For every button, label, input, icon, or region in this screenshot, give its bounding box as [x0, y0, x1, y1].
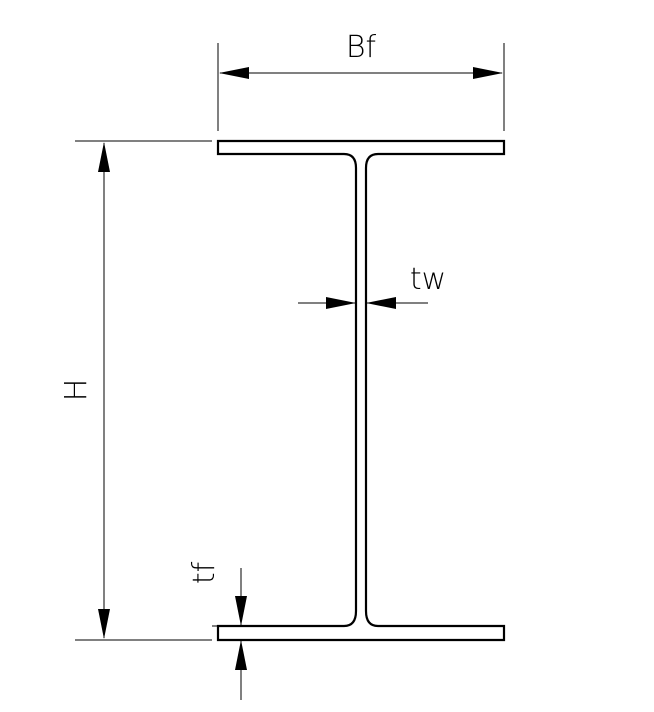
- tf-arrow-top: [235, 596, 247, 626]
- flange-width-dimension: [217, 43, 505, 131]
- flange-thickness-dimension: [212, 568, 247, 700]
- h-arrow-top: [98, 142, 110, 172]
- i-beam-outline: [216, 139, 506, 642]
- tw-arrow-left: [326, 297, 356, 309]
- tw-label: tw: [410, 262, 446, 297]
- h-arrow-bottom: [98, 609, 110, 639]
- tw-arrow-right: [366, 297, 396, 309]
- bf-arrow-right: [473, 67, 503, 79]
- web-thickness-dimension: [298, 297, 428, 309]
- tf-label: tf: [187, 561, 222, 584]
- bf-label: Bf: [346, 30, 377, 65]
- height-dimension: [75, 140, 212, 641]
- bf-arrow-left: [219, 67, 249, 79]
- h-label: H: [59, 379, 94, 402]
- tf-arrow-bottom: [235, 640, 247, 670]
